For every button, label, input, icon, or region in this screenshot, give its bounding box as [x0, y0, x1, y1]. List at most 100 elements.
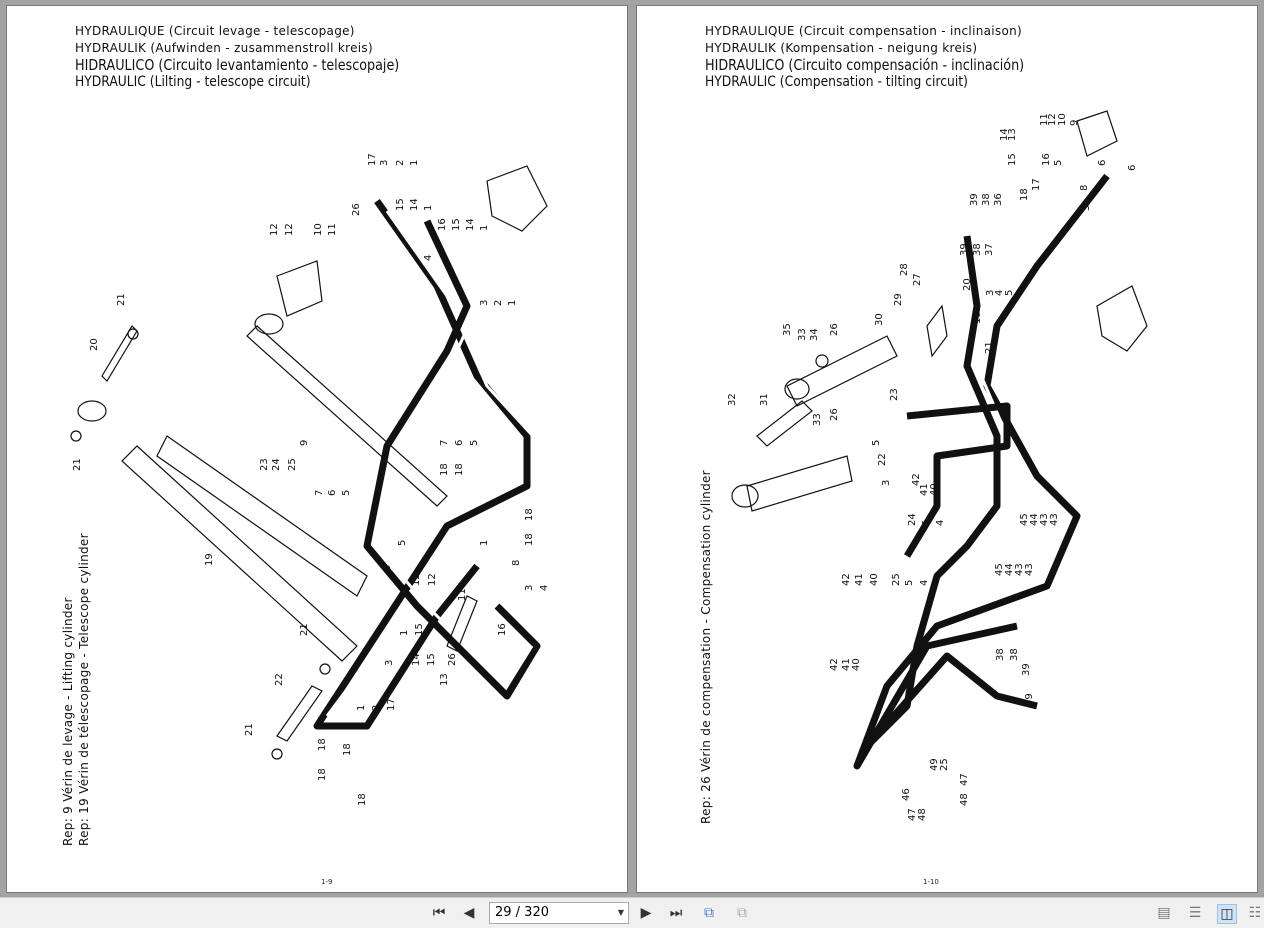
part-callout: 18	[317, 768, 328, 781]
part-callout: 16	[497, 623, 508, 636]
part-callout: 4	[935, 520, 946, 526]
dropdown-arrow-icon: ▼	[617, 908, 624, 917]
part-callout: 21	[984, 341, 995, 354]
part-callout: 3	[379, 160, 390, 166]
part-callout: 24	[271, 458, 282, 471]
part-callout: 18	[317, 738, 328, 751]
title-de: HYDRAULIK (Kompensation - neigung kreis)	[705, 41, 978, 55]
last-page-button[interactable]: ⏭	[669, 905, 683, 921]
part-callout: 25	[939, 758, 950, 771]
part-callout: 36	[993, 193, 1004, 206]
caption-compensation-cylinder: Rep: 26 Vérin de compensation - Compensa…	[699, 470, 713, 824]
part-callout: 39	[969, 193, 980, 206]
go-forward-icon[interactable]: ⧉	[737, 905, 747, 921]
part-callout: 26	[447, 653, 458, 666]
previous-page-button[interactable]: ◀	[463, 905, 475, 921]
part-callout: 1	[423, 205, 434, 211]
next-page-button[interactable]: ▶	[640, 905, 652, 921]
part-callout: 15	[451, 218, 462, 231]
part-callout: 17	[1031, 178, 1042, 191]
part-callout: 25	[287, 458, 298, 471]
part-callout: 5	[871, 440, 882, 446]
part-callout: 11	[457, 588, 468, 601]
part-callout: 12	[411, 573, 422, 586]
title-en: HYDRAULIC (Compensation - tilting circui…	[705, 74, 968, 90]
part-callout: 23	[889, 388, 900, 401]
part-callout: 4	[423, 255, 434, 261]
part-callout: 46	[901, 788, 912, 801]
part-callout: 32	[727, 393, 738, 406]
part-callout: 3	[384, 660, 395, 666]
part-callout: 5	[397, 540, 408, 546]
part-callout: 6	[327, 490, 338, 496]
part-callout: 10	[313, 223, 324, 236]
single-page-view-icon[interactable]: ▤	[1157, 905, 1171, 921]
go-back-icon[interactable]: ⧉	[704, 905, 714, 921]
part-callout: 18	[357, 793, 368, 806]
part-callout: 38	[981, 193, 992, 206]
part-callout: 5	[1081, 205, 1092, 211]
part-callout: 38	[1009, 648, 1020, 661]
part-callout: 15	[426, 653, 437, 666]
first-page-button[interactable]: ⏮	[432, 905, 446, 921]
part-callout: 33	[797, 328, 808, 341]
caption-lifting-cylinder: Rep: 9 Vérin de levage - Lifting cylinde…	[61, 597, 75, 846]
part-callout: 48	[959, 793, 970, 806]
part-callout: 16	[437, 218, 448, 231]
part-callout: 15	[1007, 153, 1018, 166]
part-callout: 1	[507, 300, 518, 306]
part-callout: 1	[409, 160, 420, 166]
part-callout: 4	[539, 585, 550, 591]
part-callout: 10	[1057, 113, 1068, 126]
continuous-view-icon[interactable]: ☰	[1188, 905, 1202, 921]
part-callout: 25	[891, 573, 902, 586]
part-callout: 1	[356, 705, 367, 711]
part-callout: 8	[511, 560, 522, 566]
page-number-input[interactable]: 29 / 320▼	[489, 902, 629, 924]
part-callout: 20	[89, 338, 100, 351]
part-callout: 5	[1053, 160, 1064, 166]
part-callout: 4	[994, 290, 1005, 296]
caption-telescope-cylinder: Rep: 19 Vérin de télescopage - Telescope…	[77, 533, 91, 846]
part-callout: 39	[1024, 693, 1035, 706]
part-callout: 42	[911, 473, 922, 486]
part-callout: 43	[1049, 513, 1060, 526]
part-callout: 45	[1019, 513, 1030, 526]
part-callout: 19	[972, 311, 983, 324]
part-callout: 2	[395, 160, 406, 166]
page-titles: HYDRAULIQUE (Circuit compensation - incl…	[705, 23, 1080, 91]
two-page-continuous-icon[interactable]: ☷	[1248, 905, 1262, 921]
two-page-view-icon[interactable]: ◫	[1217, 904, 1237, 924]
part-callout: 22	[274, 673, 285, 686]
part-callout: 21	[244, 723, 255, 736]
part-callout: 5	[469, 440, 480, 446]
pdf-page-left: HYDRAULIQUE (Circuit levage - telescopag…	[6, 5, 628, 893]
part-callout: 26	[829, 408, 840, 421]
title-es: HIDRAULICO (Circuito levantamiento - tel…	[75, 56, 400, 74]
part-callout: 49	[929, 758, 940, 771]
part-callout: 12	[427, 573, 438, 586]
part-callout: 27	[912, 273, 923, 286]
part-callout: 18	[454, 463, 465, 476]
part-callout: 38	[995, 648, 1006, 661]
part-callout: 13	[1007, 128, 1018, 141]
title-es: HIDRAULICO (Circuito compensación - incl…	[705, 56, 1025, 74]
page-number: 1-10	[923, 878, 939, 886]
part-callout: 5	[341, 490, 352, 496]
part-callout: 30	[874, 313, 885, 326]
part-callout: 7	[314, 490, 325, 496]
part-callout: 3	[479, 300, 490, 306]
part-callout: 28	[899, 263, 910, 276]
part-callout: 23	[259, 458, 270, 471]
part-callout: 35	[782, 323, 793, 336]
part-callout: 20	[962, 278, 973, 291]
part-callout: 9	[299, 440, 310, 446]
part-callout: 12	[269, 223, 280, 236]
part-callout: 21	[72, 458, 83, 471]
part-callout: 6	[454, 440, 465, 446]
part-callout: 19	[204, 553, 215, 566]
part-callout: 33	[812, 413, 823, 426]
part-callout: 2	[371, 705, 382, 711]
